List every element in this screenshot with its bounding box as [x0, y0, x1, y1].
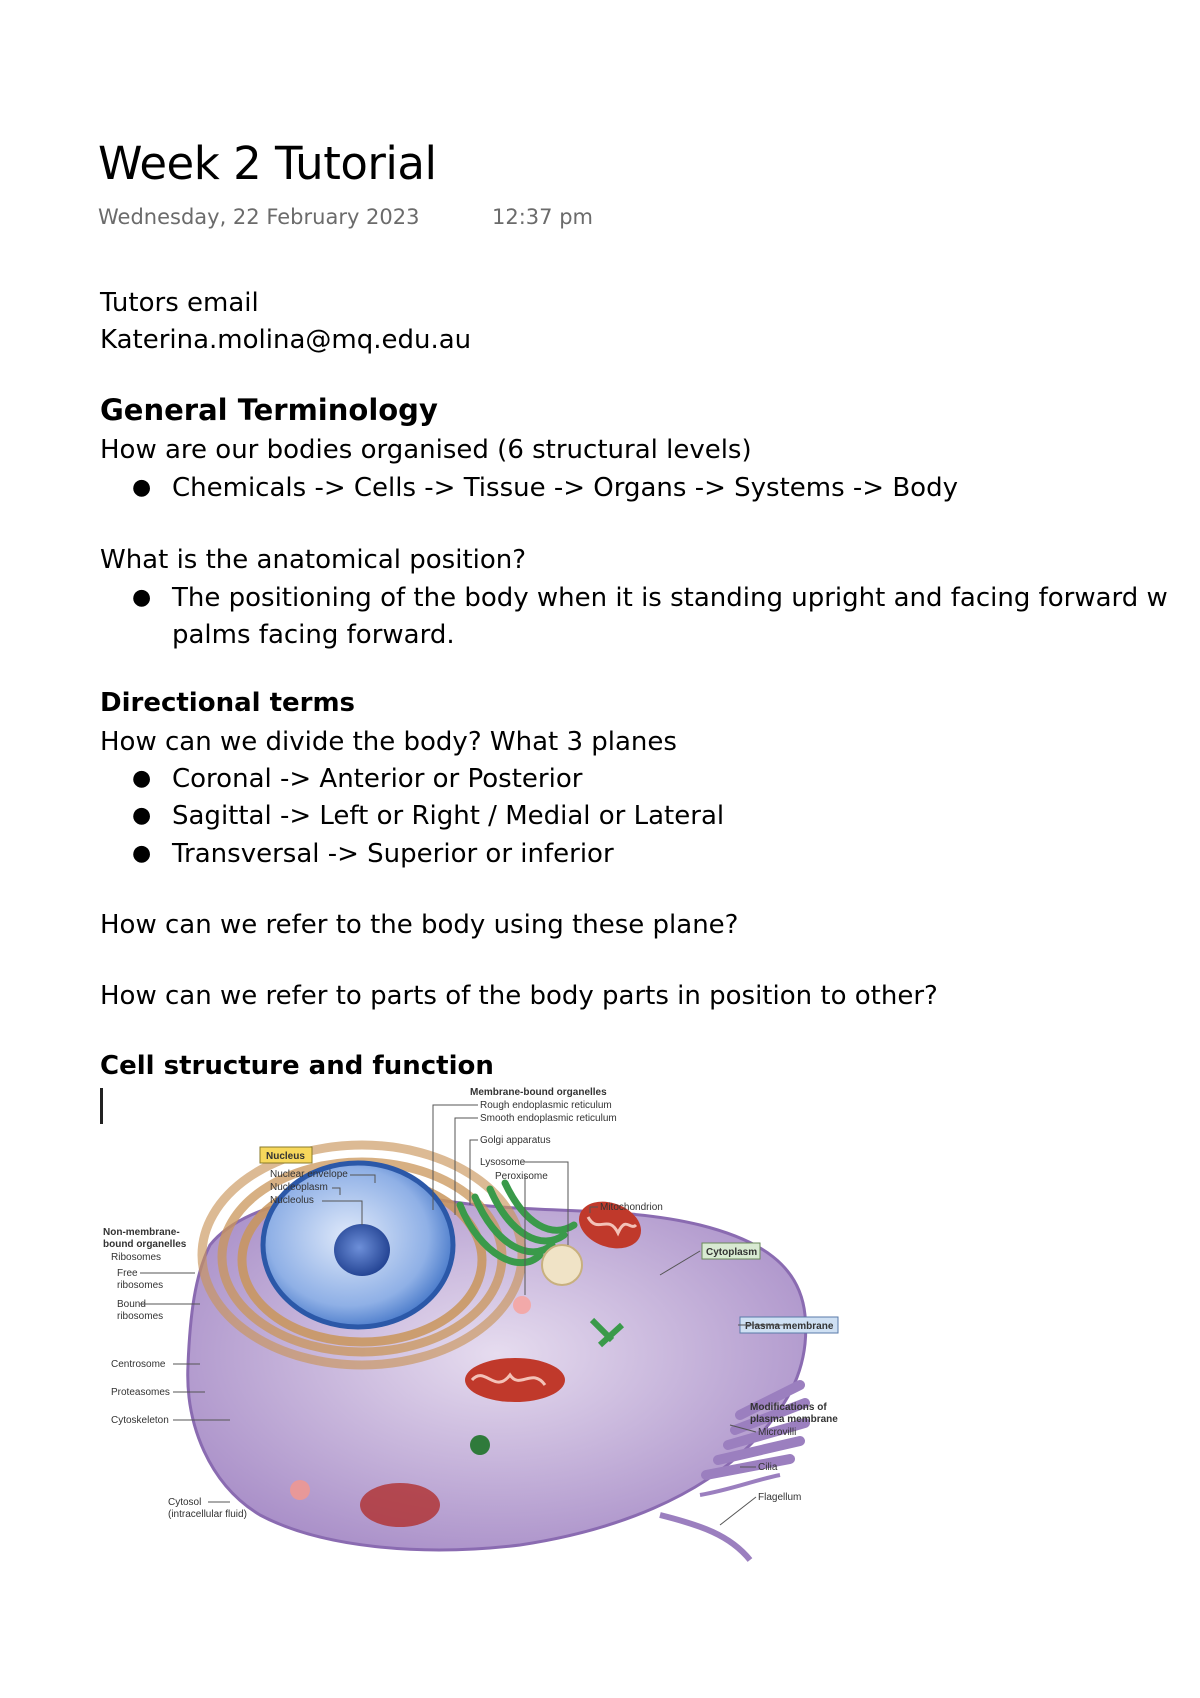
diagram-leader-lines	[140, 1104, 790, 1526]
label-nucleus: Nucleus	[266, 1151, 305, 1162]
tutor-email-address[interactable]: Katerina.molina@mq.edu.au	[100, 325, 472, 355]
question-anatomical-position[interactable]: What is the anatomical position?	[100, 545, 527, 575]
bullet-icon: ●	[132, 803, 152, 828]
golgi-shape	[456, 1179, 578, 1267]
label-centrosome: Centrosome	[111, 1359, 166, 1370]
label-nucleoplasm: Nucleoplasm	[270, 1182, 328, 1193]
label-peroxisome: Peroxisome	[495, 1171, 548, 1182]
label-bound-2: ribosomes	[117, 1311, 163, 1322]
lysosome-shape	[541, 1244, 583, 1286]
label-modifications-1: Modifications of	[750, 1402, 827, 1413]
cytoplasm-label-box	[701, 1242, 761, 1260]
mitochondrion-shape	[579, 1201, 641, 1249]
list-item-text: Sagittal -> Left or Right / Medial or La…	[172, 801, 725, 831]
label-golgi: Golgi apparatus	[480, 1135, 551, 1146]
label-modifications-2: plasma membrane	[750, 1414, 838, 1425]
cilia-shape	[699, 1473, 781, 1497]
page-date: Wednesday, 22 February 2023	[98, 205, 420, 229]
vesicle-shape	[470, 1435, 490, 1455]
label-free-2: ribosomes	[117, 1280, 163, 1291]
question-structural-levels[interactable]: How are our bodies organised (6 structur…	[100, 435, 752, 465]
list-item-text: palms facing forward.	[172, 620, 455, 650]
label-cilia: Cilia	[758, 1462, 778, 1473]
question-refer-planes[interactable]: How can we refer to the body using these…	[100, 910, 739, 940]
mitochondrion-shape	[465, 1358, 565, 1402]
bullet-icon: ●	[132, 841, 152, 866]
label-bound-1: Bound	[117, 1299, 146, 1310]
mitochondrion-shape	[360, 1483, 440, 1527]
label-membrane-bound: Membrane-bound organelles	[470, 1087, 607, 1098]
label-lysosome: Lysosome	[480, 1157, 526, 1168]
heading-general-terminology[interactable]: General Terminology	[100, 393, 438, 427]
nucleus-label-box	[259, 1146, 313, 1164]
nucleolus-shape	[334, 1224, 390, 1276]
list-item-text: Chemicals -> Cells -> Tissue -> Organs -…	[172, 473, 958, 503]
label-plasma-membrane: Plasma membrane	[745, 1321, 834, 1332]
heading-cell-structure[interactable]: Cell structure and function	[100, 1051, 494, 1081]
flagellum-shape	[659, 1512, 753, 1562]
label-nucleolus: Nucleolus	[270, 1195, 314, 1206]
question-three-planes[interactable]: How can we divide the body? What 3 plane…	[100, 727, 677, 757]
list-item-text: Coronal -> Anterior or Posterior	[172, 764, 583, 794]
page-title[interactable]: Week 2 Tutorial	[98, 137, 437, 190]
bullet-icon: ●	[132, 585, 152, 610]
page-time: 12:37 pm	[492, 205, 593, 229]
label-mitochondrion: Mitochondrion	[600, 1202, 663, 1213]
label-rough-er: Rough endoplasmic reticulum	[480, 1100, 612, 1111]
bullet-icon: ●	[132, 475, 152, 500]
label-smooth-er: Smooth endoplasmic reticulum	[480, 1113, 617, 1124]
tutor-email-label[interactable]: Tutors email	[100, 288, 259, 318]
label-flagellum: Flagellum	[758, 1492, 801, 1503]
label-nuclear-envelope: Nuclear envelope	[270, 1169, 348, 1180]
label-cytoskeleton: Cytoskeleton	[111, 1415, 169, 1426]
list-item-text: The positioning of the body when it is s…	[172, 583, 1168, 613]
question-refer-parts[interactable]: How can we refer to parts of the body pa…	[100, 981, 938, 1011]
bullet-icon: ●	[132, 766, 152, 791]
label-free-1: Free	[117, 1268, 138, 1279]
label-cytosol-1: Cytosol	[168, 1497, 201, 1508]
peroxisome-shape	[513, 1296, 531, 1314]
cell-diagram-image[interactable]: Membrane-bound organelles Rough endoplas…	[100, 1085, 920, 1577]
label-cytosol-2: (intracellular fluid)	[168, 1509, 247, 1520]
label-non-membrane-1: Non-membrane-	[103, 1227, 180, 1238]
label-cytoplasm: Cytoplasm	[706, 1247, 757, 1258]
vesicle-shape	[290, 1480, 310, 1500]
heading-directional-terms[interactable]: Directional terms	[100, 688, 356, 718]
centrosome-shape	[589, 1317, 625, 1348]
list-item-text: Transversal -> Superior or inferior	[172, 839, 614, 869]
text-cursor	[100, 1088, 103, 1124]
label-non-membrane-2: bound organelles	[103, 1239, 187, 1250]
label-proteasomes: Proteasomes	[111, 1387, 170, 1398]
diagram-labels: Membrane-bound organelles Rough endoplas…	[103, 1087, 839, 1520]
label-ribosomes: Ribosomes	[111, 1252, 161, 1263]
microvilli-shape	[701, 1380, 810, 1480]
label-microvilli: Microvilli	[758, 1427, 796, 1438]
